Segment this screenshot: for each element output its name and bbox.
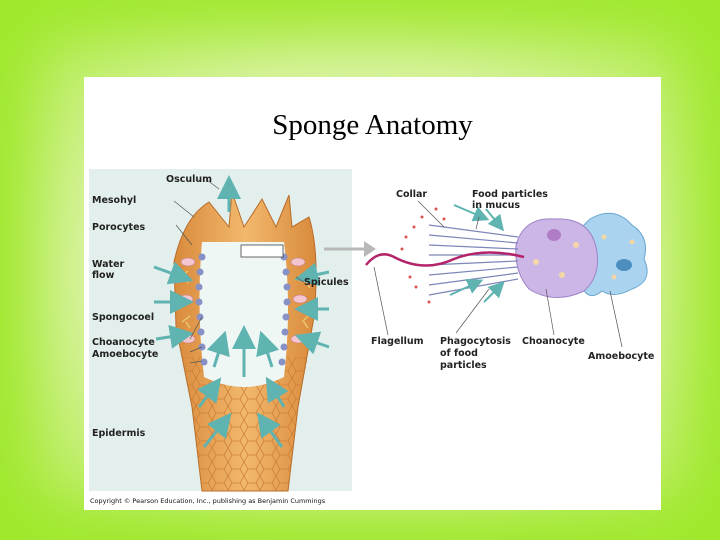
label-mesohyl: Mesohyl [92,195,136,206]
choanocyte-nucleus [547,229,561,241]
left-leader-lines [173,179,305,364]
copyright-text: Copyright © Pearson Education, Inc., pub… [90,497,326,505]
choanocyte-lining [195,253,291,366]
collar-microvilli [428,224,519,296]
label-choanocyte-right: Choanocyte [522,336,585,347]
feeding-current-arrows [449,204,505,303]
label-collar: Collar [396,189,427,200]
choanocyte-detail-panel: Collar Food particles in mucus Flagellum… [365,189,654,371]
amoebocyte-nucleus [616,259,632,271]
label-amoebocyte-right: Amoebocyte [588,351,654,362]
label-water-flow-line1: Water [92,259,125,270]
amoebocyte-cell [581,212,648,297]
flagellum-shape [365,251,525,267]
label-phagocytosis-line3: particles [440,360,487,371]
label-food-particles-line2: in mucus [472,200,520,211]
sponge-anatomy-figure: Osculum Mesohyl Porocytes Water flow Spi… [89,169,654,505]
slide-title: Sponge Anatomy [272,109,473,141]
food-particles [400,207,446,304]
choanocyte-cell-body [515,218,598,298]
label-epidermis: Epidermis [92,428,146,439]
label-phagocytosis-line1: Phagocytosis [440,336,511,347]
label-food-particles-line1: Food particles [472,189,548,200]
label-amoebocyte: Amoebocyte [92,349,158,360]
label-phagocytosis-line2: of food [440,348,478,359]
magnify-region-box [240,244,284,258]
label-osculum: Osculum [166,174,212,185]
sponge-cross-section-panel: Osculum Mesohyl Porocytes Water flow Spi… [89,169,352,492]
label-choanocyte: Choanocyte [92,337,155,348]
label-flagellum: Flagellum [371,336,424,347]
slide: Sponge Anatomy [84,77,661,510]
water-flow-arrows [153,175,330,448]
label-spicules: Spicules [304,277,349,288]
label-spongocoel: Spongocoel [92,312,154,323]
right-leader-lines [373,200,623,348]
label-water-flow-line2: flow [92,270,115,281]
magnify-arrow-icon [324,241,376,257]
label-porocytes: Porocytes [92,222,146,233]
